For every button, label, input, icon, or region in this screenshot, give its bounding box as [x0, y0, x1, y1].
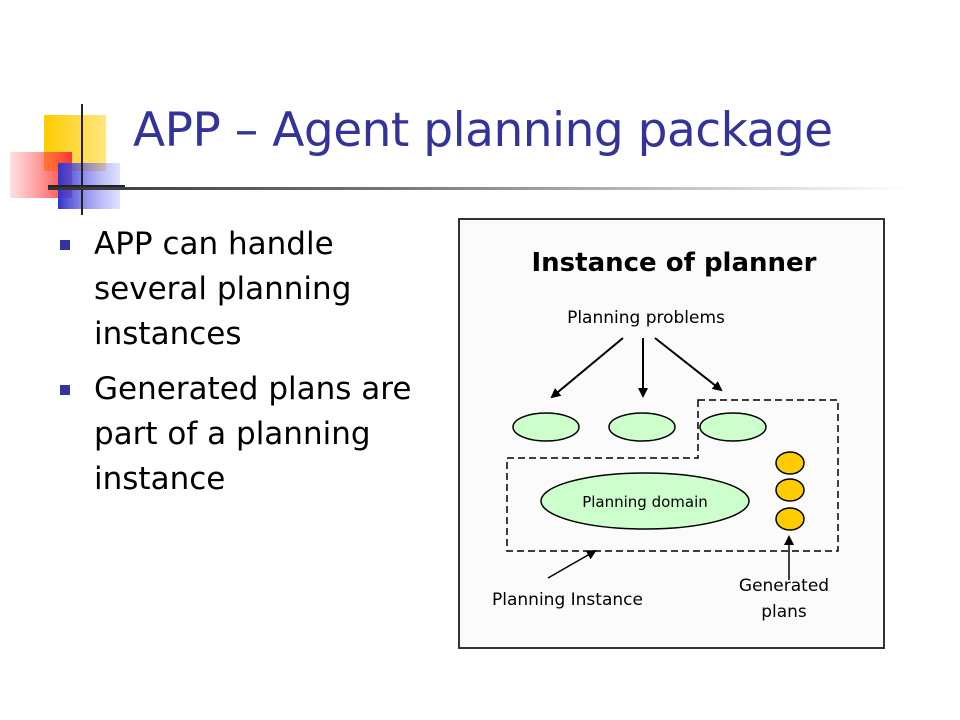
planning-domain-ellipse	[540, 472, 750, 530]
generated-plan-circle	[775, 451, 805, 475]
bullet-text: APP can handle several planning instance…	[94, 226, 352, 352]
slide-title: APP – Agent planning package	[133, 103, 833, 158]
label-planning-domain: Planning domain	[582, 493, 708, 511]
bullet-item: APP can handle several planning instance…	[60, 222, 440, 357]
bullet-item: Generated plans are part of a planning i…	[60, 367, 440, 502]
planner-diagram: Instance of planner Planning problems Pl…	[458, 218, 885, 649]
arrow-to-problem-1	[550, 337, 624, 399]
title-underline	[48, 187, 908, 190]
square-bullet-icon	[60, 240, 70, 250]
arrow-to-problem-3	[654, 337, 723, 392]
corner-decoration	[0, 0, 140, 220]
label-generated: Generated	[739, 576, 829, 596]
label-plans: plans	[761, 602, 807, 622]
planning-problem-ellipse	[608, 412, 676, 442]
generated-plan-circle	[775, 507, 805, 531]
label-planning-instance: Planning Instance	[492, 590, 643, 610]
planning-problem-ellipse	[699, 412, 767, 442]
diagram-heading: Instance of planner	[531, 248, 816, 278]
label-planning-problems: Planning problems	[567, 308, 725, 328]
generated-plan-circle	[775, 478, 805, 502]
planning-instance-boundary	[506, 399, 839, 552]
planning-problem-ellipse	[512, 412, 580, 442]
square-bullet-icon	[60, 385, 70, 395]
bullet-text: Generated plans are part of a planning i…	[94, 371, 412, 497]
bullet-list: APP can handle several planning instance…	[60, 222, 440, 512]
arrow-to-instance	[547, 550, 597, 579]
